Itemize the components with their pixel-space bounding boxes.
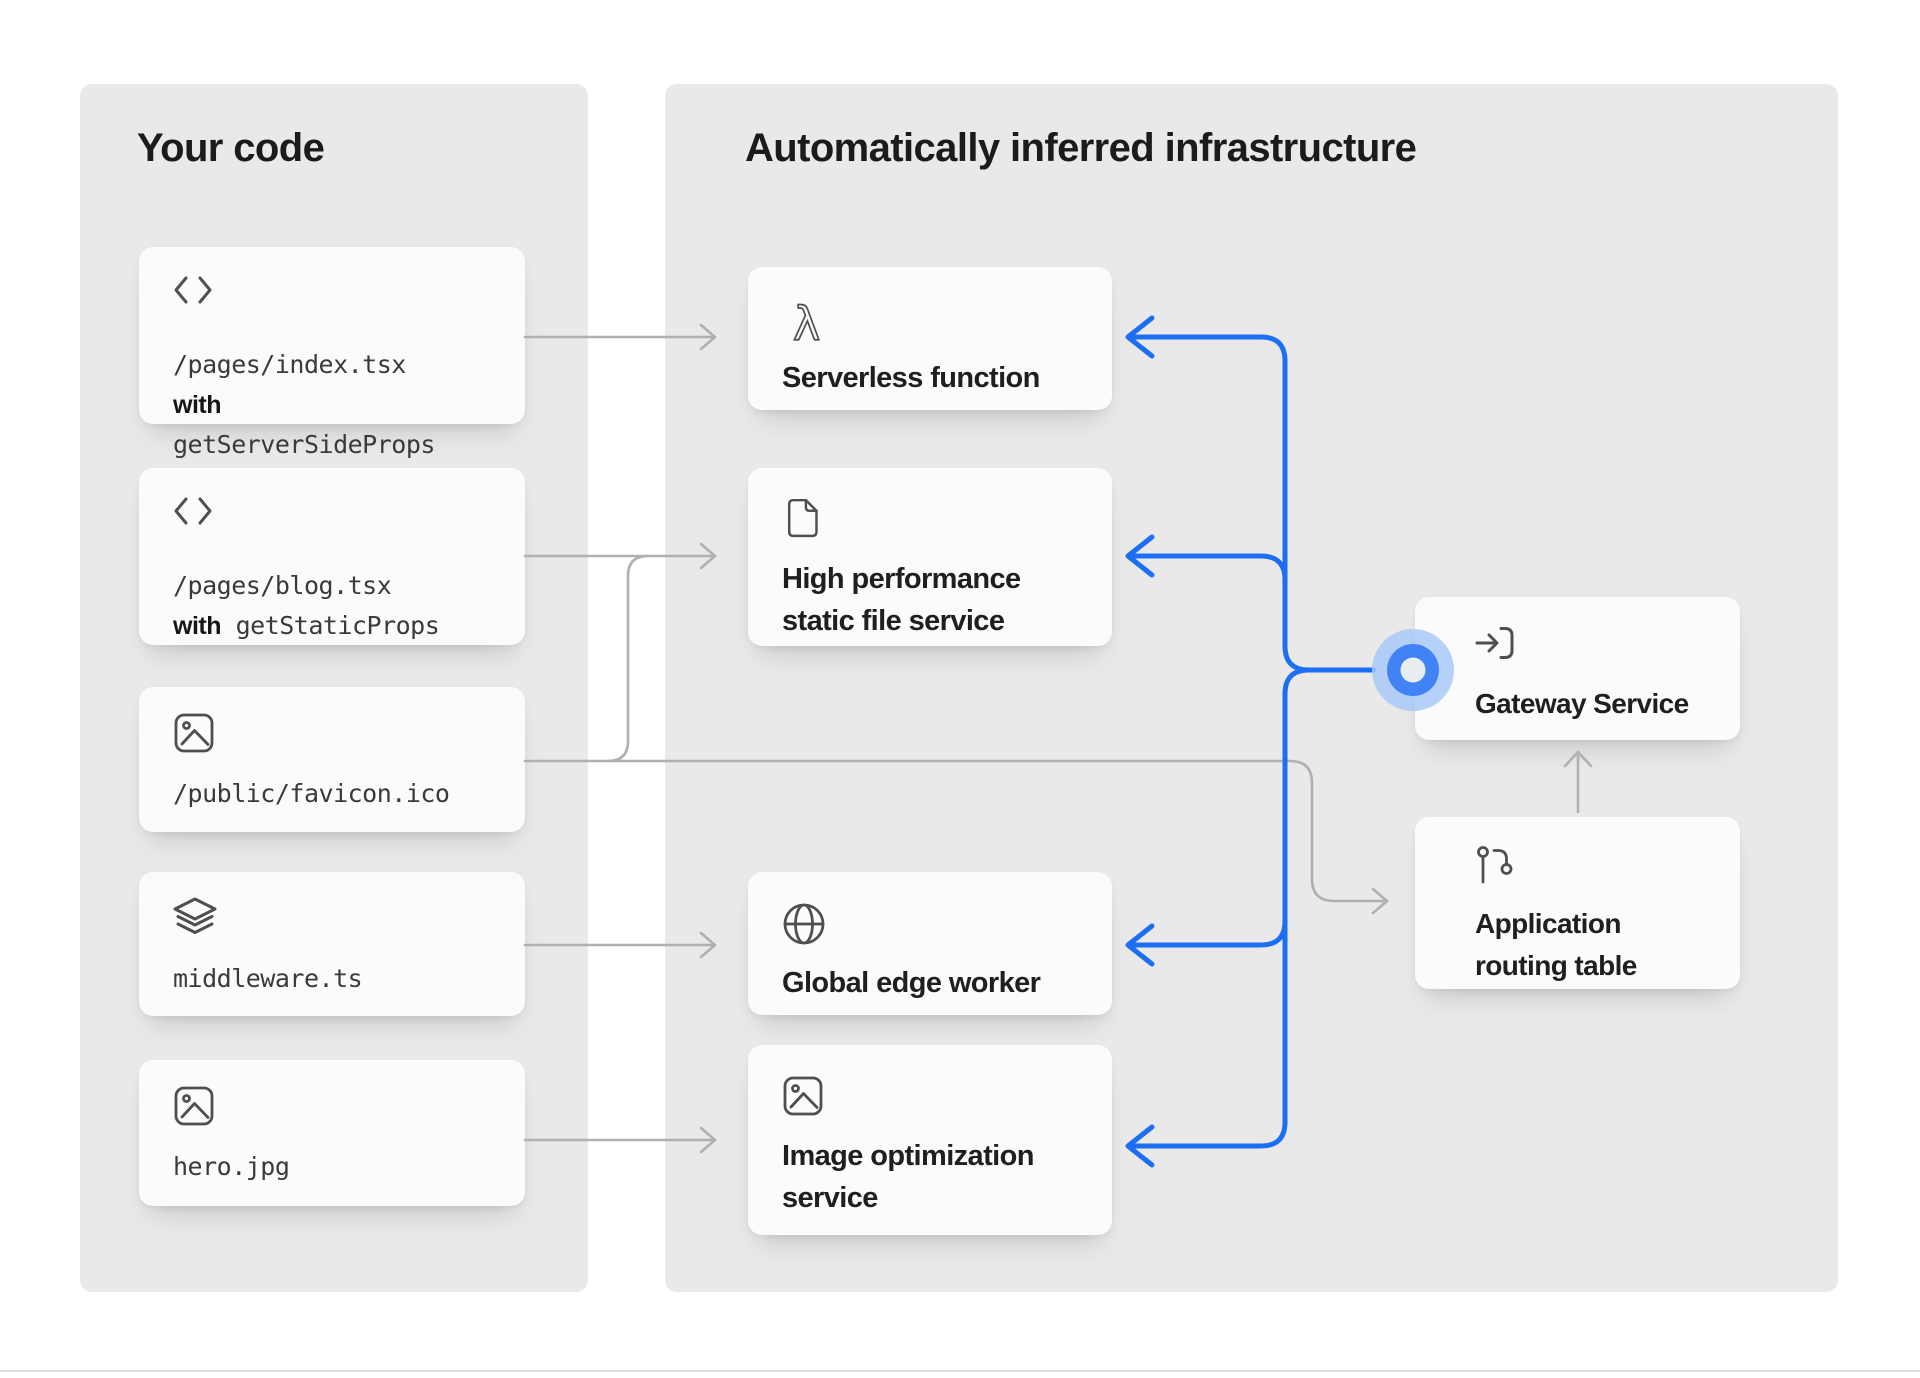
image-icon	[173, 712, 491, 758]
gateway-service-label: Gateway Service	[1475, 688, 1689, 719]
source-path: middleware.ts	[173, 964, 363, 993]
svg-text:λ: λ	[793, 297, 820, 345]
file-icon	[782, 498, 1084, 544]
image-icon	[173, 1085, 491, 1131]
service-label: Global edge worker	[782, 967, 1041, 999]
your-code-title: Your code	[137, 126, 325, 170]
footer-divider	[0, 1370, 1920, 1372]
inferred-infrastructure-title: Automatically inferred infrastructure	[745, 126, 1417, 170]
code-brackets-icon	[173, 275, 491, 321]
source-path: /public/favicon.ico	[173, 779, 450, 808]
source-card-hero: hero.jpg	[139, 1060, 525, 1206]
source-card-blog: /pages/blog.tsx with getStaticProps	[139, 468, 525, 645]
arrow-into-bracket-icon	[1475, 625, 1716, 675]
gray-connector-favicon-branch-riser	[606, 554, 650, 763]
source-path: /pages/index.tsx	[173, 350, 406, 379]
service-card-static-files: High performance static file service	[748, 468, 1112, 646]
service-card-serverless: λ Serverless function	[748, 267, 1112, 410]
source-mode: with getServerSideProps	[173, 391, 435, 459]
source-card-favicon: /public/favicon.ico	[139, 687, 525, 832]
source-path: /pages/blog.tsx	[173, 571, 392, 600]
service-card-image-optimization: Image optimization service	[748, 1045, 1112, 1235]
layers-icon	[173, 897, 491, 943]
source-mode: with getStaticProps	[173, 611, 440, 640]
code-brackets-icon	[173, 496, 491, 542]
application-routing-table-card: Application routing table	[1415, 817, 1740, 989]
gateway-service-card: Gateway Service	[1415, 597, 1740, 740]
service-label: Serverless function	[782, 362, 1040, 394]
globe-icon	[782, 902, 1084, 948]
application-routing-table-label: Application routing table	[1475, 908, 1637, 981]
route-pins-icon	[1475, 845, 1716, 895]
image-icon	[782, 1075, 1084, 1121]
lambda-icon: λ	[782, 297, 1084, 345]
source-card-middleware: middleware.ts	[139, 872, 525, 1016]
source-card-index: /pages/index.tsx with getServerSideProps	[139, 247, 525, 459]
service-label: High performance static file service	[782, 563, 1021, 637]
source-path: hero.jpg	[173, 1152, 290, 1181]
service-card-edge-worker: Global edge worker	[748, 872, 1112, 1015]
service-label: Image optimization service	[782, 1140, 1034, 1214]
